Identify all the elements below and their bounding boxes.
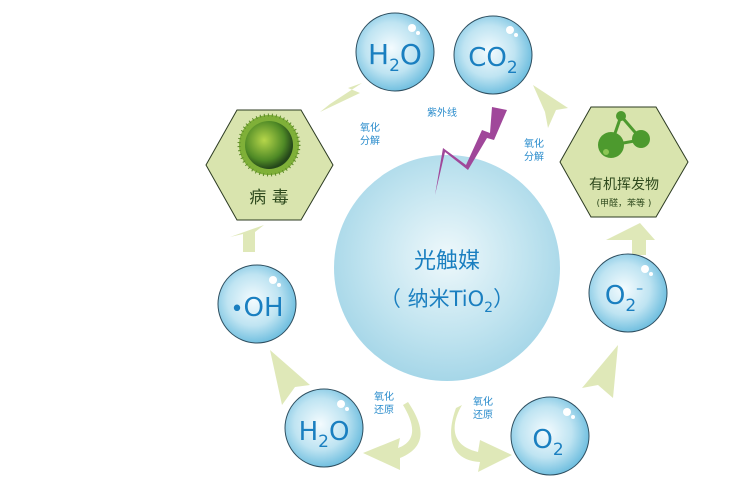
voc-label: 有机挥发物 xyxy=(589,177,659,193)
arrow-o2minus-to-voc xyxy=(606,223,655,255)
svg-text:CO2: CO2 xyxy=(468,43,517,78)
arrow-oh-to-virus xyxy=(230,225,264,252)
virus-label: 病 毒 xyxy=(249,188,288,208)
svg-text:H2O: H2O xyxy=(368,38,422,76)
hexagon-voc: 有机挥发物 (甲醛，苯等 ) xyxy=(559,106,689,218)
voc-sublabel: (甲醛，苯等 ) xyxy=(597,197,652,209)
cycle-arrows xyxy=(230,83,655,472)
arrow-o2-to-o2minus xyxy=(582,345,618,398)
svg-text:O2–: O2– xyxy=(605,281,643,316)
label-oxidize-decompose-left: 氧化分解 xyxy=(360,121,380,147)
arrow-virus-to-h2o xyxy=(320,83,362,112)
label-redox-left: 氧化还原 xyxy=(374,390,394,416)
label-redox-right: 氧化还原 xyxy=(473,395,493,421)
bubble-superoxide: O2– xyxy=(588,253,668,333)
arrow-center-to-o2 xyxy=(451,405,512,472)
arrow-voc-to-co2 xyxy=(533,85,568,128)
svg-text:H2O: H2O xyxy=(299,417,350,452)
arrow-h2o-to-oh xyxy=(270,350,310,405)
center-subtitle: （ 纳米TiO2） xyxy=(380,287,514,316)
hexagon-virus: 病 毒 xyxy=(205,109,334,221)
bubble-o2-bottom: O2 xyxy=(510,396,590,476)
bubble-h2o-bottom: H2O xyxy=(284,388,364,468)
bubble-co2-top: CO2 xyxy=(453,15,533,95)
svg-text:O2: O2 xyxy=(532,425,563,460)
arrow-center-to-h2o xyxy=(363,402,421,470)
label-oxidize-decompose-right: 氧化分解 xyxy=(524,137,544,163)
virus-icon xyxy=(237,113,301,177)
molecule-icon xyxy=(598,111,650,158)
bubble-h2o-top: H2O xyxy=(355,12,435,92)
uv-label: 紫外线 xyxy=(427,106,457,119)
photocatalyst-sphere xyxy=(334,155,560,381)
bubble-hydroxyl: •OH xyxy=(217,264,297,344)
uv-lightning-icon xyxy=(435,107,507,195)
svg-text:•OH: •OH xyxy=(231,293,284,323)
center-title: 光触媒 xyxy=(414,249,480,274)
